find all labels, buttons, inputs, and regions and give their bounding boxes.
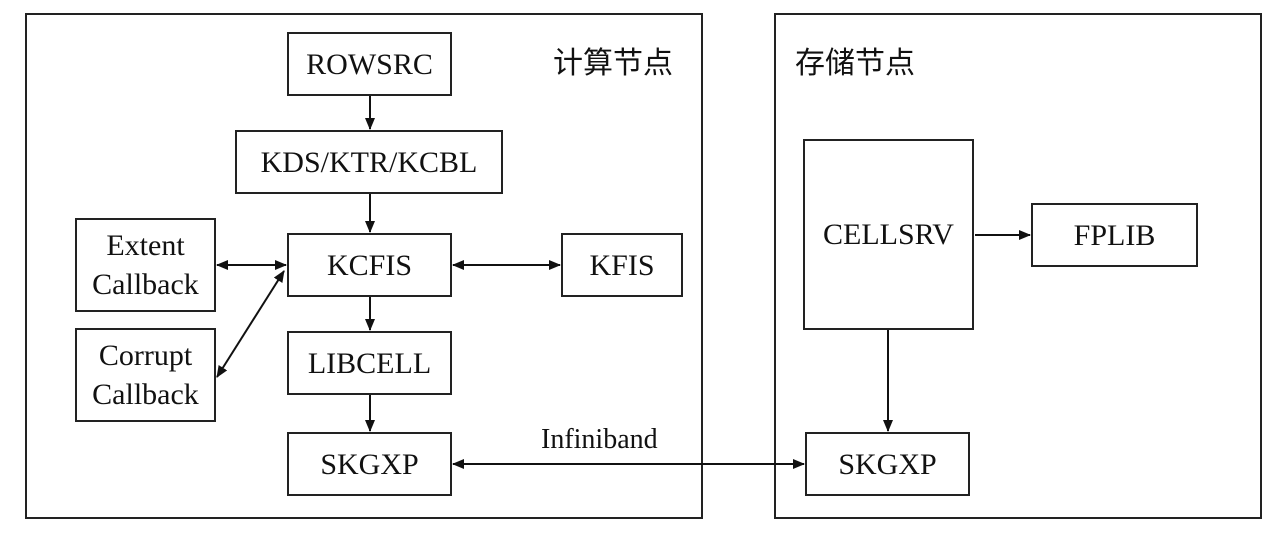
compute-skgxp-label: SKGXP <box>320 447 419 481</box>
extent-callback-line1: Extent <box>106 229 185 262</box>
kds-ktr-kcbl-box: KDS/KTR/KCBL <box>235 130 503 194</box>
libcell-label: LIBCELL <box>307 346 432 380</box>
rowsrc-label: ROWSRC <box>306 47 433 81</box>
storage-skgxp-box: SKGXP <box>805 432 970 496</box>
corrupt-callback-line2: Callback <box>92 378 199 411</box>
storage-skgxp-label: SKGXP <box>838 447 937 481</box>
extent-callback-box: Extent Callback <box>75 218 216 312</box>
compute-node-frame <box>25 13 703 519</box>
storage-node-frame <box>774 13 1262 519</box>
kcfis-box: KCFIS <box>287 233 452 297</box>
fplib-label: FPLIB <box>1073 218 1156 252</box>
cellsrv-label: CELLSRV <box>823 218 954 251</box>
kfis-label: KFIS <box>589 248 655 282</box>
arrow-corrupt-kcfis <box>216 270 285 378</box>
cellsrv-box: CELLSRV <box>803 139 974 330</box>
compute-node-title: 计算节点 <box>553 46 673 81</box>
extent-callback-line2: Callback <box>92 268 199 301</box>
corrupt-callback-line1: Corrupt <box>98 339 193 372</box>
kfis-box: KFIS <box>561 233 683 297</box>
corrupt-callback-box: Corrupt Callback <box>75 328 216 422</box>
fplib-box: FPLIB <box>1031 203 1198 267</box>
kcfis-label: KCFIS <box>326 248 413 282</box>
infiniband-label: Infiniband <box>541 424 658 455</box>
rowsrc-box: ROWSRC <box>287 32 452 96</box>
libcell-box: LIBCELL <box>287 331 452 395</box>
compute-skgxp-box: SKGXP <box>287 432 452 496</box>
storage-node-title: 存储节点 <box>795 46 915 81</box>
kds-ktr-kcbl-label: KDS/KTR/KCBL <box>260 145 478 179</box>
